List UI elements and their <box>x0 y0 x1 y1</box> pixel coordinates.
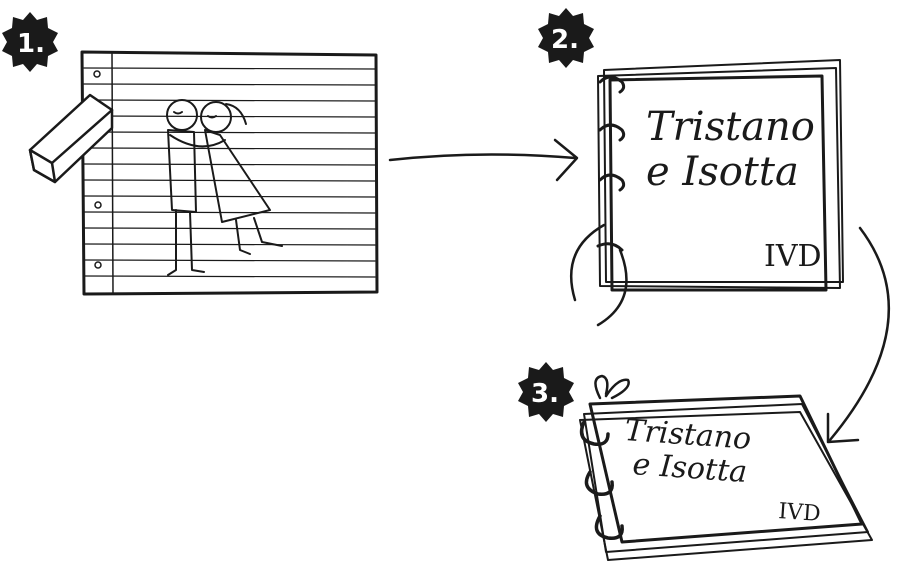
lined-paper-drawing-icon <box>82 52 377 294</box>
step-3-number: 3. <box>531 379 559 409</box>
cover-title-line1: Tristano <box>646 104 815 150</box>
step-2-badge: 2. <box>538 8 594 68</box>
finished-booklet-icon: Tristano e Isotta IVD <box>580 376 872 560</box>
cover-page-icon: Tristano e Isotta IVD <box>571 60 843 325</box>
booklet-title-line2: e Isotta <box>631 447 748 490</box>
step-2-number: 2. <box>551 25 579 55</box>
step-1-badge: 1. <box>2 12 58 72</box>
step-1-number: 1. <box>17 29 45 59</box>
booklet-class-mark: IVD <box>778 499 822 527</box>
arrow-step1-to-step2 <box>390 140 577 180</box>
arrow-step2-to-step3 <box>828 228 889 442</box>
step-3-badge: 3. <box>518 362 574 422</box>
eraser-icon <box>30 95 112 182</box>
cover-title-line2: e Isotta <box>646 149 799 195</box>
cover-class-mark: IVD <box>764 239 822 274</box>
